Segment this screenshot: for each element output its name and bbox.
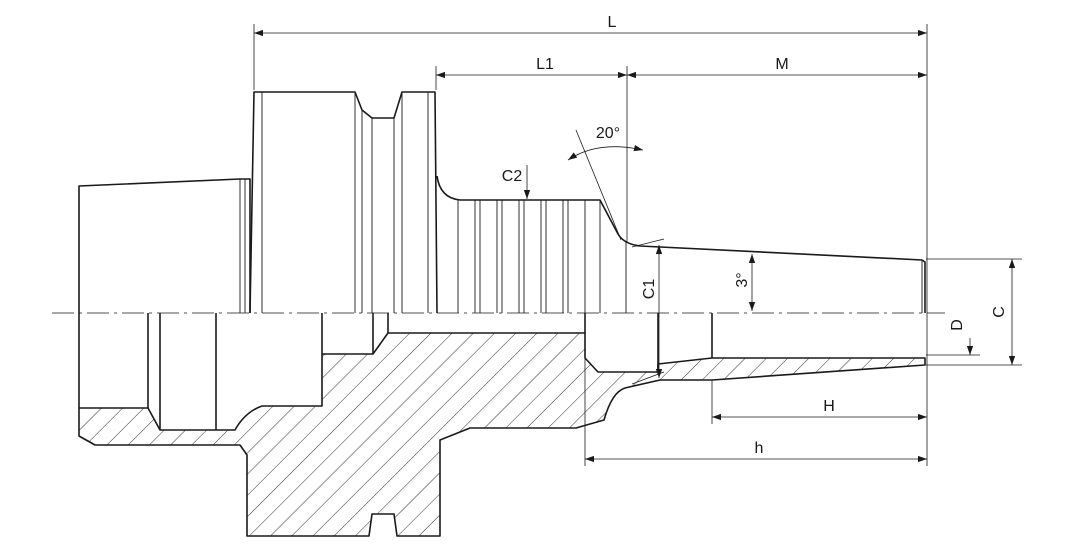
dim-label-L1: L1	[536, 56, 554, 73]
flange	[249, 91, 438, 314]
angle-20-arc	[567, 144, 644, 161]
dim-label-C2: C2	[502, 168, 523, 185]
dim-label-H: H	[823, 398, 835, 415]
dim-label-D: D	[949, 319, 966, 331]
section-view	[78, 313, 926, 537]
exterior-view	[78, 91, 926, 314]
dim-C1-tick-top	[631, 238, 665, 248]
angle-label-3: 3°	[734, 272, 751, 287]
dim-label-h: h	[755, 440, 764, 457]
dimensions: L L1 M 20° C2 C1 3° D C H h	[253, 14, 1022, 466]
hsk-cone	[78, 178, 251, 313]
dim-label-M: M	[775, 56, 788, 73]
dim-label-L: L	[608, 14, 617, 31]
dim-C1-tick-bottom	[631, 371, 665, 385]
dim-label-C1: C1	[641, 279, 658, 300]
angle-label-20: 20°	[596, 125, 620, 142]
dim-label-C: C	[991, 306, 1008, 318]
body-neck	[436, 175, 926, 313]
section-hatched-body	[78, 332, 926, 537]
cooling-ribs	[457, 200, 601, 313]
